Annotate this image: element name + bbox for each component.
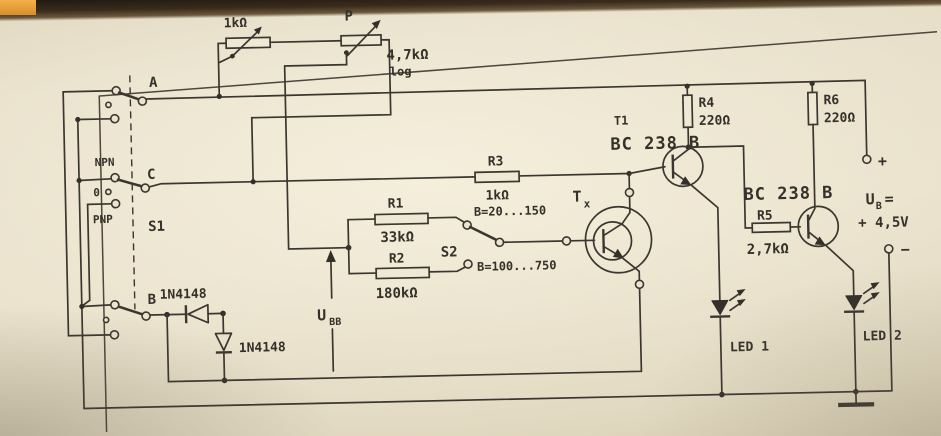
battery-ub-label: U (865, 190, 874, 208)
transistor-tx-socket: T x (561, 172, 653, 290)
transistor-t1-stage: T1 BC 238 B R4 220Ω (610, 83, 731, 302)
potentiometer-p: P 4,7kΩ log (250, 9, 429, 250)
ground-rail (83, 252, 893, 410)
led1: LED 1 (710, 289, 770, 398)
pot-name: P (344, 9, 353, 25)
s1-pole-c-label: C (147, 167, 156, 183)
tx-socket-outer (584, 205, 653, 274)
resistor-r1 (374, 212, 429, 226)
s1-off-label: 0 (93, 186, 100, 199)
s1-name: S1 (148, 219, 165, 235)
s1-pole-a-label: A (149, 75, 158, 91)
s2-range-low: B=20...150 (474, 203, 547, 219)
battery-plus-terminal (862, 154, 872, 165)
tx-body (592, 221, 633, 261)
diode-1n4148-clamp (214, 332, 233, 352)
r1-name: R1 (388, 196, 404, 211)
diode-1n4148-series (187, 303, 210, 324)
diode-series-part: 1N4148 (159, 287, 206, 303)
ground-bar (838, 402, 875, 408)
t2-type: BC 238 B (743, 183, 833, 205)
battery-voltage: + 4,5V (858, 214, 909, 231)
trimmer-resistor: 1kΩ (217, 16, 342, 98)
s1-pole-b-arm (117, 305, 144, 316)
r4-value: 220Ω (699, 113, 731, 129)
tx-label: T (572, 188, 581, 206)
t2-body (797, 205, 840, 248)
switch-s1: A NPN 0 PNP C S1 (62, 75, 165, 410)
collector-line: R3 1kΩ (148, 93, 632, 204)
r5-name: R5 (757, 208, 773, 223)
t1-type: BC 238 B (610, 133, 700, 155)
battery-terminals: + − U B = + 4,5V (858, 152, 910, 259)
battery-ub-sub: B (876, 201, 882, 212)
t1-name: T1 (614, 114, 629, 128)
resistor-r3 (474, 170, 521, 184)
pot-value: 4,7kΩ (386, 47, 428, 64)
r6-name: R6 (823, 93, 839, 108)
resistor-r4 (682, 94, 694, 129)
r3-name: R3 (488, 154, 504, 169)
s1-pnp-label: PNP (93, 213, 114, 226)
ubb-label: U (317, 306, 326, 324)
resistor-r6 (806, 91, 819, 126)
s2-range-high: B=100...750 (477, 258, 557, 274)
r6-value: 220Ω (824, 111, 856, 127)
r1-value: 33kΩ (380, 229, 414, 246)
ubb-voltage-arrow: U BB (317, 250, 341, 372)
s1-pole-a-arm (117, 91, 140, 101)
transistor-t2-stage: BC 238 B R5 2,7kΩ R6 220Ω (687, 80, 856, 297)
led1-label: LED 1 (730, 340, 770, 356)
page-corner-chip (0, 0, 36, 15)
led2: LED 2 (844, 282, 902, 395)
trimmer-value: 1kΩ (224, 16, 248, 32)
battery-minus-terminal (883, 244, 894, 254)
t1-body (662, 145, 704, 188)
s1-pole-c-arm (116, 178, 143, 188)
led2-label: LED 2 (863, 329, 902, 345)
diode-network: 1N4148 1N4148 (149, 287, 643, 384)
resistor-r2 (375, 266, 431, 280)
s1-pole-b-label: B (148, 292, 157, 308)
base-network: R1 33kΩ R2 180kΩ S2 B=20...150 B=100...7… (345, 196, 564, 302)
r3-value: 1kΩ (485, 188, 509, 204)
r2-name: R2 (389, 251, 405, 266)
s2-name: S2 (441, 244, 458, 260)
diode-clamp-part: 1N4148 (239, 340, 286, 356)
pot-taper: log (390, 64, 412, 78)
ubb-label-sub: BB (329, 317, 341, 328)
s1-coupling-line (129, 75, 136, 310)
battery-ub-eq: = (884, 190, 893, 208)
resistor-r5 (751, 221, 792, 234)
s1-npn-label: NPN (95, 156, 115, 169)
r2-value: 180kΩ (375, 285, 417, 302)
s2-arm (468, 225, 497, 241)
battery-minus-sign: − (901, 240, 910, 258)
r4-name: R4 (698, 96, 714, 111)
tx-label-sub: x (584, 197, 591, 210)
positive-rail (145, 79, 868, 157)
r5-value: 2,7kΩ (747, 241, 789, 258)
battery-plus-sign: + (878, 152, 887, 170)
